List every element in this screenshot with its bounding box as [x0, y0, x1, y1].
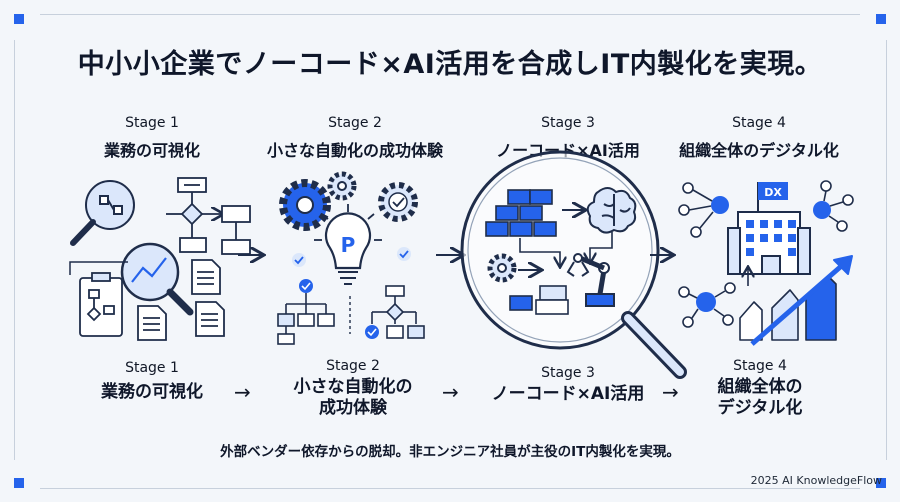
stage1-number-top: Stage 1: [125, 115, 179, 131]
stage4-name-bottom-line1: 組織全体の: [717, 377, 803, 397]
gear-check-icon: [378, 182, 418, 222]
bottom-arrow-2: →: [442, 380, 459, 404]
network-left-icon: [678, 182, 729, 238]
stage4-number-top: Stage 4: [732, 115, 786, 131]
robot-arm-icon: [566, 253, 615, 307]
corner-bottom-right: [876, 478, 886, 488]
page-title: 中小小企業でノーコード×AI活用を合成しIT内製化を実現。: [77, 49, 823, 80]
flowchart-icon: [166, 177, 251, 255]
bottom-arrow-3: →: [662, 380, 679, 404]
stage4-number-bottom: Stage 4: [733, 358, 787, 374]
frame-top-line: [40, 14, 860, 15]
stage2-number-bottom: Stage 2: [326, 358, 380, 374]
credit-text: 2025 AI KnowledgeFlow: [750, 474, 882, 487]
stage2-number-top: Stage 2: [328, 115, 382, 131]
magnifier-small-icon: [70, 180, 135, 246]
clipboard-icon: [79, 272, 123, 337]
stage2-illustration: [277, 171, 425, 345]
stage4-name-bottom-line2: デジタル化: [717, 398, 803, 418]
stage2-name-top: 小さな自動化の成功体験: [266, 141, 443, 160]
corner-top-left: [14, 14, 24, 24]
workflow-tree-left: [277, 279, 335, 345]
brain-icon: [586, 187, 637, 234]
stage2-name-bottom-line2: 成功体験: [319, 398, 387, 418]
gear-icon-small: [327, 171, 357, 201]
footer-message: 外部ベンダー依存からの脱却。非エンジニア社員が主役のIT内製化を実現。: [220, 444, 680, 460]
stage3-number-bottom: Stage 3: [541, 365, 595, 381]
stage1-illustration: [69, 177, 251, 341]
stage1-name-bottom: 業務の可視化: [101, 382, 203, 402]
stage4-name-top: 組織全体のデジタル化: [679, 141, 839, 160]
check-dot-right: [397, 247, 411, 261]
gear-icon-stage3: [487, 253, 517, 283]
check-dot-left: [292, 253, 306, 267]
building-icon: [727, 182, 811, 275]
stage4-illustration: [678, 180, 854, 346]
lightbulb-icon: [314, 204, 382, 285]
document-icon-1: [191, 259, 221, 295]
bulb-letter: P: [341, 233, 356, 257]
frame-left-line: [14, 40, 15, 460]
gear-icon-large: [279, 179, 331, 231]
document-icon-2: [137, 305, 167, 341]
stage3-name-bottom: ノーコード×AI活用: [491, 384, 645, 404]
frame-bottom-line: [40, 488, 860, 489]
network-bottom-icon: [678, 282, 736, 328]
corner-bottom-left: [14, 478, 24, 488]
stage3-number-top: Stage 3: [541, 115, 595, 131]
workflow-tree-right: [365, 285, 425, 339]
dx-flag-text: DX: [764, 186, 782, 199]
stage2-name-bottom-line1: 小さな自動化の: [293, 377, 413, 397]
magnifier-chart-icon: [120, 242, 194, 316]
stage1-number-bottom: Stage 1: [125, 360, 179, 376]
network-right-icon: [813, 180, 854, 232]
lego-blocks-bottom: [509, 285, 569, 315]
stage3-illustration: [460, 150, 687, 379]
bottom-arrow-1: →: [234, 380, 251, 404]
lego-blocks-icon: [485, 189, 557, 237]
stage1-name-top: 業務の可視化: [103, 141, 200, 160]
frame-right-line: [886, 40, 887, 460]
growth-arrows-icon: [739, 255, 853, 346]
corner-top-right: [876, 14, 886, 24]
document-icon-3: [195, 301, 225, 337]
